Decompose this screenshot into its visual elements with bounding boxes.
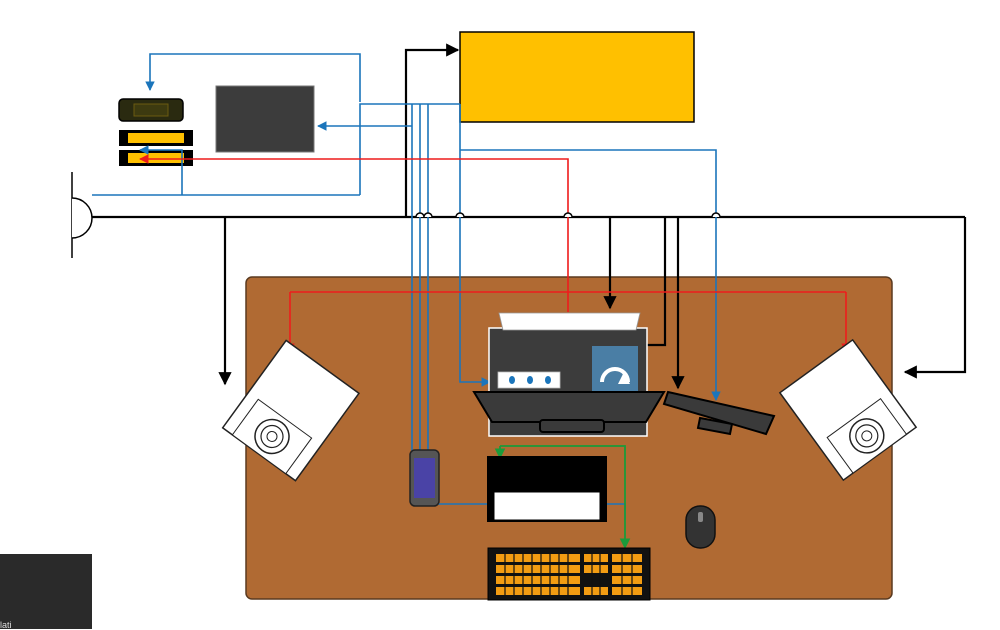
- wall-outlet-icon: [71, 172, 93, 258]
- corner-panel: [0, 554, 92, 629]
- audio-interface-unit: [459, 31, 695, 123]
- midi-controller: [487, 456, 607, 522]
- corner-text: lati: [0, 620, 12, 630]
- data-cables: [92, 53, 721, 520]
- computer-monitor-icon: [472, 391, 666, 433]
- secondary-monitor: [662, 390, 776, 436]
- studio-monitor-right: [778, 338, 918, 482]
- rack-panel: [215, 85, 315, 153]
- audio-cables: [139, 154, 851, 353]
- keyboard-icon: [487, 547, 651, 601]
- cable-crossings: [415, 212, 721, 218]
- rack-unit-icon: [118, 98, 193, 166]
- refresh-icon: [600, 367, 630, 384]
- smartphone-icon: [409, 449, 440, 507]
- studio-monitor-icon: [221, 339, 361, 482]
- mouse-icon: [685, 505, 716, 549]
